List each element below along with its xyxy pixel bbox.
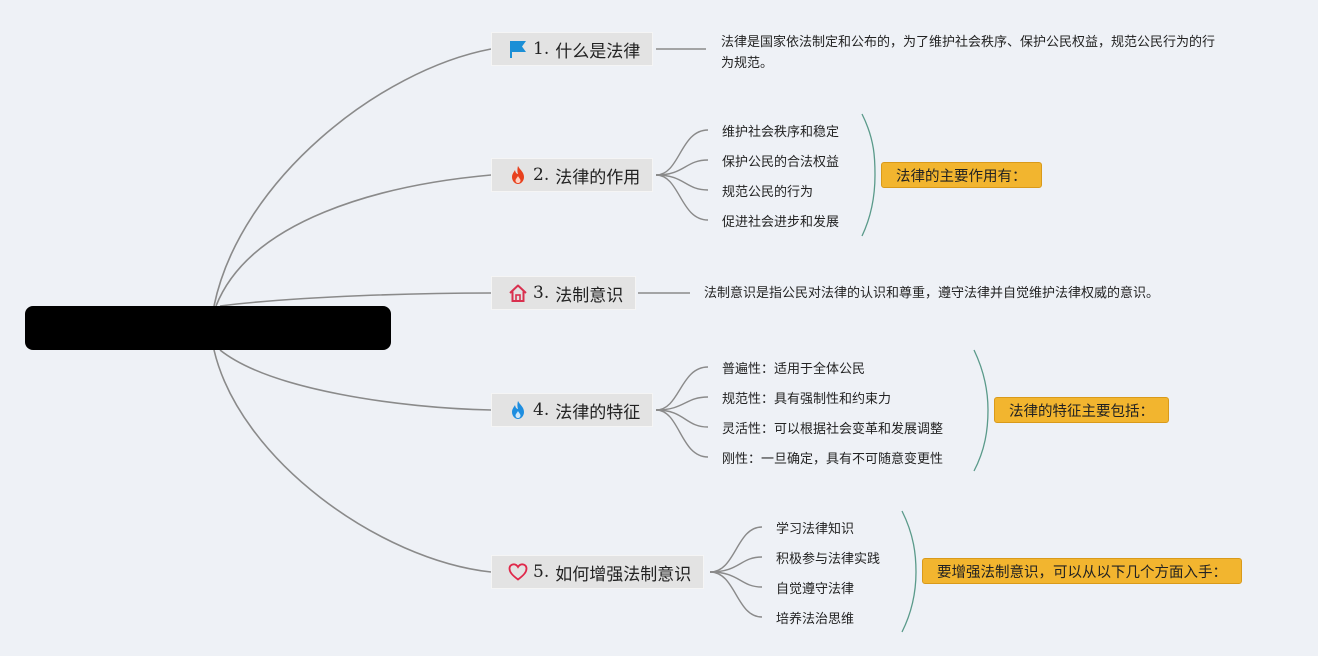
subtopic-item[interactable]: 培养法治思维 [776, 612, 855, 627]
connector-root-branch-5 [213, 349, 492, 573]
topic-number: 4. [533, 400, 550, 420]
topic-role-of-law[interactable]: 2. 法律的作用 [491, 158, 654, 192]
connector-branch-5-item-3 [709, 571, 763, 588]
home-icon [508, 283, 528, 303]
topic-title: 法律的作用 [555, 167, 641, 188]
subtopic-item[interactable]: 普遍性：适用于全体公民 [722, 362, 866, 377]
root-node[interactable] [25, 306, 391, 350]
topic-number: 3. [533, 283, 550, 303]
connector-branch-4-item-2 [655, 396, 709, 411]
brace-branch-5 [901, 510, 917, 633]
connector-branch-2-item-4 [655, 174, 709, 221]
flag-icon [508, 39, 528, 59]
subtopic-item[interactable]: 自觉遵守法律 [776, 582, 855, 597]
topic-title: 什么是法律 [555, 41, 641, 62]
connector-branch-5-item-4 [709, 571, 763, 618]
connector-branch-5-item-2 [709, 556, 763, 573]
brace-branch-2 [861, 113, 876, 237]
subtopic-item[interactable]: 灵活性：可以根据社会变革和发展调整 [722, 422, 944, 437]
topic-title: 如何增强法制意识 [555, 564, 692, 585]
description-what-is-law: 法律是国家依法制定和公布的，为了维护社会秩序、保护公民权益，规范公民行为的行为规… [721, 35, 1216, 71]
summary-enhance-legal-awareness[interactable]: 要增强法制意识，可以从以下几个方面入手： [922, 558, 1242, 584]
subtopic-item[interactable]: 促进社会进步和发展 [722, 215, 840, 230]
connector-branch-5-item-1 [709, 526, 763, 573]
subtopic-item[interactable]: 积极参与法律实践 [776, 552, 881, 567]
connector-branch-2-item-2 [655, 159, 709, 176]
topic-enhance-legal-awareness[interactable]: 5. 如何增强法制意识 [491, 555, 705, 589]
water-drop-flame-icon [508, 400, 528, 420]
subtopic-item[interactable]: 保护公民的合法权益 [722, 155, 840, 170]
topic-number: 2. [533, 165, 550, 185]
connector-branch-4-item-3 [655, 409, 709, 428]
connector-root-branch-4 [219, 349, 492, 411]
connector-root-branch-3 [219, 292, 492, 307]
topic-features-of-law[interactable]: 4. 法律的特征 [491, 393, 654, 427]
topic-number: 1. [533, 39, 550, 59]
subtopic-item[interactable]: 维护社会秩序和稳定 [722, 125, 840, 140]
heart-icon [508, 562, 528, 582]
connector-branch-4-item-1 [655, 366, 709, 411]
topic-number: 5. [533, 562, 550, 582]
connector-branch-2-item-1 [655, 129, 709, 176]
topic-title: 法律的特征 [555, 402, 641, 423]
connector-root-branch-1 [213, 48, 492, 307]
brace-branch-4 [973, 349, 989, 472]
summary-role-of-law[interactable]: 法律的主要作用有： [881, 162, 1042, 188]
connector-root-branch-2 [215, 174, 492, 307]
fire-icon [508, 165, 528, 185]
topic-legal-awareness[interactable]: 3. 法制意识 [491, 276, 637, 310]
connector-branch-2-item-3 [655, 174, 709, 191]
subtopic-item[interactable]: 刚性：一旦确定，具有不可随意变更性 [722, 452, 944, 467]
subtopic-item[interactable]: 学习法律知识 [776, 522, 855, 537]
summary-features-of-law[interactable]: 法律的特征主要包括： [994, 397, 1169, 423]
topic-what-is-law[interactable]: 1. 什么是法律 [491, 32, 654, 66]
description-legal-awareness: 法制意识是指公民对法律的认识和尊重，遵守法律并自觉维护法律权威的意识。 [704, 286, 1160, 301]
subtopic-item[interactable]: 规范公民的行为 [722, 185, 814, 200]
subtopic-item[interactable]: 规范性：具有强制性和约束力 [722, 392, 892, 407]
connector-branch-4-item-4 [655, 409, 709, 458]
topic-title: 法制意识 [555, 285, 624, 306]
